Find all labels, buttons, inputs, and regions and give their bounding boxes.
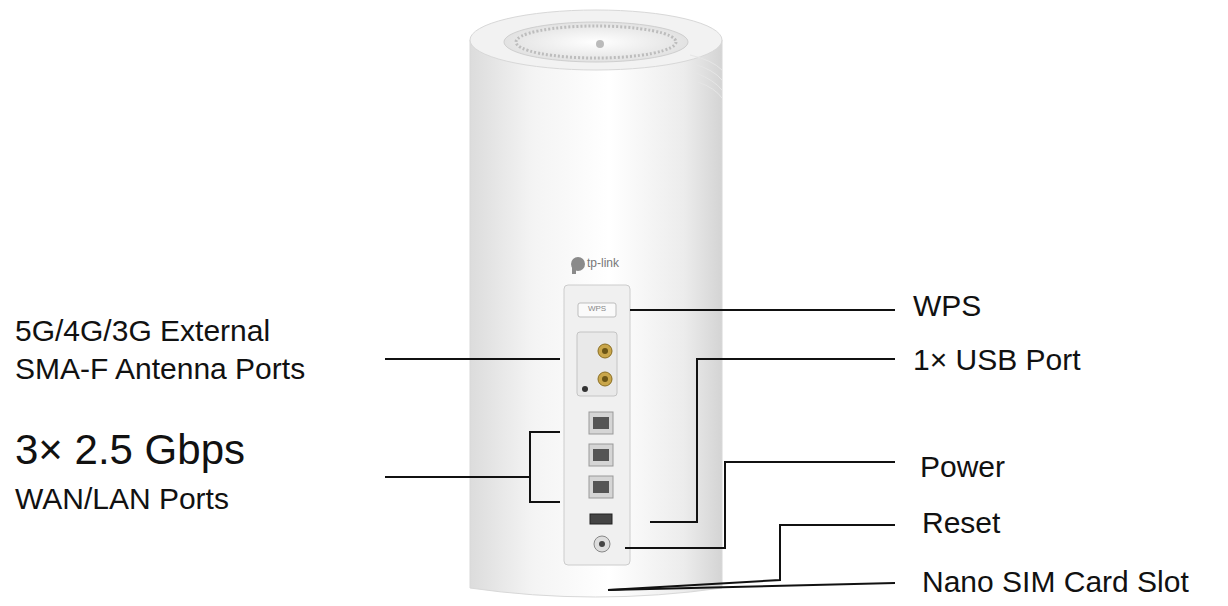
router-body: [470, 10, 722, 597]
port-panel: [564, 285, 630, 565]
callout-label: 3× 2.5 Gbps: [15, 424, 335, 477]
leader-lines: [385, 310, 895, 590]
callout-label: Nano SIM Card Slot: [922, 563, 1222, 601]
callout-label: WAN/LAN Ports: [15, 480, 335, 518]
callout-label: WPS: [913, 287, 1213, 325]
callout-label: Power: [920, 448, 1220, 486]
callout-label: 5G/4G/3G External SMA-F Antenna Ports: [15, 312, 335, 387]
logo-mark: [571, 257, 585, 274]
brand-logo: tp-link: [587, 256, 647, 270]
callout-label: Reset: [922, 504, 1222, 542]
button-label: WPS: [578, 304, 616, 314]
callout-label: 1× USB Port: [913, 341, 1213, 379]
